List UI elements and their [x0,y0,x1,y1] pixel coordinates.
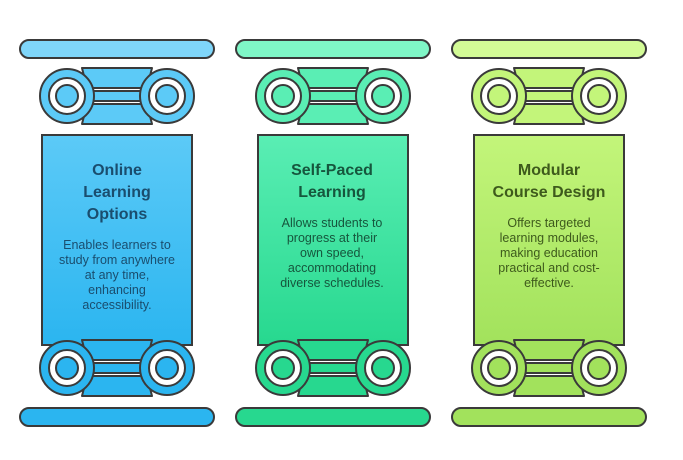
pillar-modular-bottom-capital-scroll-right-core [587,356,611,380]
pillar-online-top-slab [19,39,215,59]
pillar-self-paced-top-capital-scroll-right-core [371,84,395,108]
pillar-self-paced-top-capital-band-mid [301,90,365,102]
pillar-online-text: Online Learning Options Enables learners… [44,160,190,340]
pillar-self-paced-text: Self-Paced Learning Allows students to p… [259,160,405,340]
pillar-online-shaft [41,134,193,346]
pillar-self-paced-bottom-slab [235,407,431,427]
pillar-online-top-capital-scroll-right-core [155,84,179,108]
pillar-modular-top-capital-band-mid [517,90,581,102]
pillar-self-paced-description: Allows students to progress at their own… [280,216,384,290]
pillar-online-bottom-capital-scroll-right-core [155,356,179,380]
pillar-modular-text: Modular Course Design Offers targeted le… [474,160,624,340]
pillar-self-paced-bottom-capital-band-mid [301,362,365,374]
pillar-modular-top-capital-scroll-right-core [587,84,611,108]
pillar-modular-description: Offers targeted learning modules, making… [498,216,600,290]
pillar-self-paced-top-slab [235,39,431,59]
pillar-self-paced-bottom-capital-scroll-left-core [271,356,295,380]
pillar-online-bottom-capital-band-mid [85,362,149,374]
pillar-online-bottom-capital-scroll-left-core [55,356,79,380]
pillar-online-top-capital-scroll-left-core [55,84,79,108]
pillar-self-paced-title: Self-Paced Learning [291,162,373,201]
pillar-self-paced-bottom-capital-scroll-right-core [371,356,395,380]
pillar-self-paced-shaft [257,134,409,346]
pillar-online-description: Enables learners to study from anywhere … [58,238,176,312]
pillar-modular-bottom-slab [451,407,647,427]
pillar-online-bottom-slab [19,407,215,427]
pillar-online-title: Online Learning Options [83,162,151,223]
pillar-modular-top-capital-scroll-left-core [487,84,511,108]
pillar-modular-bottom-capital-band-mid [517,362,581,374]
pillar-modular-top-slab [451,39,647,59]
pillar-modular-shaft [473,134,625,346]
pillar-modular-title: Modular Course Design [492,162,606,201]
pillar-modular-bottom-capital-scroll-left-core [487,356,511,380]
pillar-self-paced-top-capital-scroll-left-core [271,84,295,108]
pillar-online-top-capital-band-mid [85,90,149,102]
